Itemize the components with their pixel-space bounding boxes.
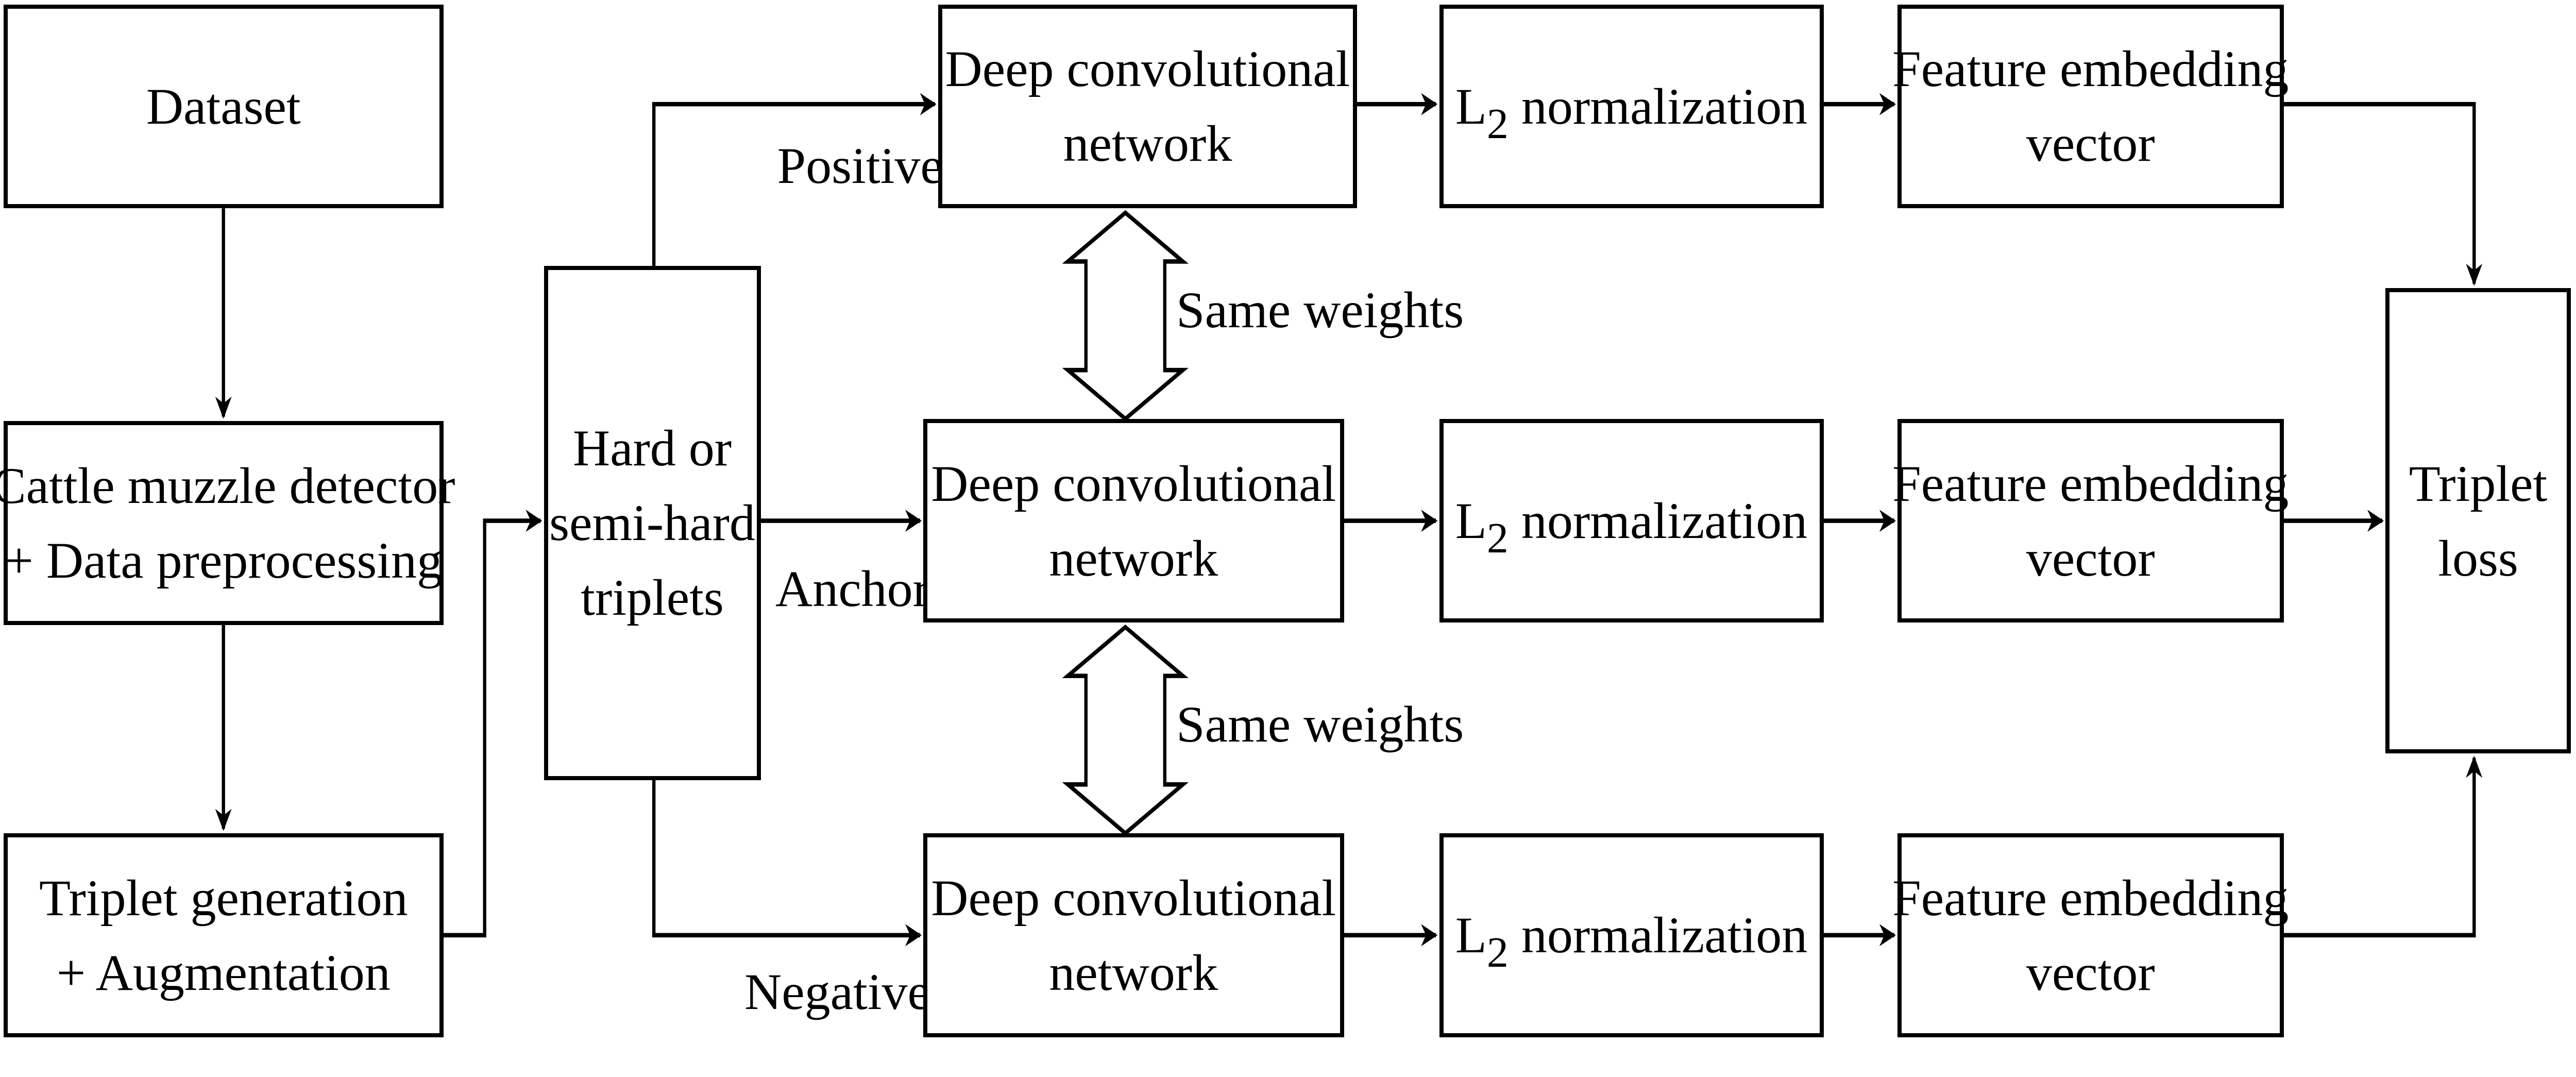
triplet-generation-label-line1: Triplet generation [39, 869, 408, 927]
l2-normalization-top: L2 normalization [1439, 4, 1824, 209]
dcn-label-line2: network [1049, 529, 1218, 587]
dcn-positive-node: Deep convolutional network [938, 4, 1357, 209]
shared-weights-arrow-bottom [1062, 624, 1189, 836]
embedding-top: Feature embedding vector [1892, 4, 2289, 209]
embedding-bottom: Feature embedding vector [1892, 833, 2289, 1037]
dcn-label-line1: Deep convolutional [931, 455, 1336, 512]
mining-label-line1: Hard or [572, 419, 732, 477]
embedding-label-line1: Feature embedding [1892, 869, 2289, 927]
triplet-loss-node: Triplet loss [2385, 288, 2571, 754]
shared-weights-arrow-top [1062, 210, 1189, 422]
loss-label-line2: loss [2438, 529, 2518, 587]
anchor-label: Anchor [775, 560, 930, 618]
triplet-mining-node: Hard or semi-hard triplets [544, 266, 761, 780]
arrow-embedding-to-loss-bottom [2283, 755, 2483, 938]
dcn-label-line2: network [1063, 115, 1232, 173]
embedding-label-line1: Feature embedding [1892, 455, 2289, 512]
arrow-generation-to-mining [443, 510, 543, 938]
triplet-generation-node: Triplet generation + Augmentation [3, 833, 444, 1037]
positive-label: Positive [777, 137, 943, 194]
arrow-embedding-to-loss-top [2283, 102, 2483, 286]
dcn-label-line1: Deep convolutional [931, 869, 1336, 927]
embedding-label-line2: vector [2026, 944, 2155, 1001]
embedding-label-line1: Feature embedding [1892, 40, 2289, 98]
l2-label: L2 normalization [1455, 77, 1808, 148]
same-weights-label-top: Same weights [1176, 281, 1464, 339]
arrow-positive [652, 93, 937, 266]
embedding-label-line2: vector [2026, 529, 2155, 587]
loss-label-line1: Triplet [2409, 455, 2548, 512]
same-weights-label-bottom: Same weights [1176, 696, 1464, 753]
detector-label-line1: Cattle muzzle detector [0, 457, 455, 514]
dcn-negative-node: Deep convolutional network [923, 833, 1344, 1037]
triplet-generation-label-line2: + Augmentation [56, 944, 391, 1001]
mining-label-line2: semi-hard [549, 494, 755, 552]
dcn-anchor-node: Deep convolutional network [923, 418, 1344, 623]
detector-label-line2: + Data preprocessing [4, 531, 443, 589]
embedding-middle: Feature embedding vector [1892, 418, 2289, 623]
dataset-node: Dataset [3, 4, 444, 209]
l2-label: L2 normalization [1455, 906, 1808, 977]
detector-node: Cattle muzzle detector + Data preprocess… [0, 420, 455, 625]
arrow-negative [652, 780, 922, 947]
dcn-label-line2: network [1049, 944, 1218, 1001]
l2-normalization-middle: L2 normalization [1439, 418, 1824, 623]
dataset-label: Dataset [146, 77, 301, 135]
embedding-label-line2: vector [2026, 115, 2155, 173]
negative-label: Negative [744, 963, 930, 1020]
l2-label: L2 normalization [1455, 492, 1808, 563]
dcn-label-line1: Deep convolutional [945, 40, 1350, 98]
mining-label-line3: triplets [581, 569, 724, 627]
l2-normalization-bottom: L2 normalization [1439, 833, 1824, 1037]
